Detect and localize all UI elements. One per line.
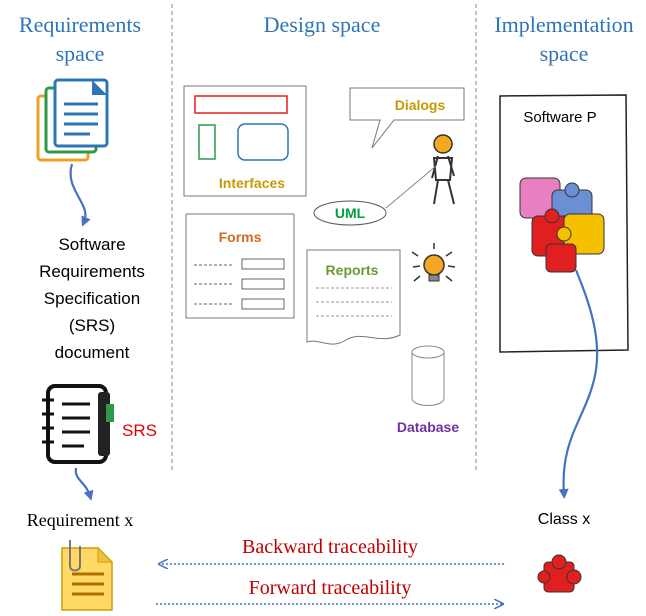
document-stack-icon: [36, 78, 109, 162]
reports-label: Reports: [326, 262, 379, 278]
srs-line-1: Software: [58, 235, 125, 254]
srs-notebook-icon: [42, 384, 114, 464]
requirements-heading-line2: space: [56, 41, 105, 66]
implementation-heading-line1: Implementation: [494, 12, 633, 37]
arrow-doc-to-srs: [69, 163, 91, 227]
arrow-srs-to-requirement: [74, 467, 94, 501]
uml-ellipse: [313, 200, 387, 226]
lightbulb-icon: [411, 243, 456, 282]
requirements-heading-line1: Requirements: [19, 12, 141, 37]
dialogs-callout: [349, 87, 465, 149]
design-heading: Design space: [264, 12, 381, 37]
srs-line-4: (SRS): [69, 316, 115, 335]
forms-label: Forms: [219, 229, 262, 245]
arrow-puzzle-to-class: [558, 269, 599, 499]
srs-line-3: Specification: [44, 289, 140, 308]
srs-tag: SRS: [122, 421, 157, 440]
forms-box: [185, 213, 295, 319]
implementation-heading-line2: space: [540, 41, 589, 66]
interfaces-label: Interfaces: [219, 175, 285, 191]
person-icon: [431, 134, 455, 205]
requirement-label: Requirement x: [27, 510, 133, 530]
requirement-note-icon: [61, 540, 114, 611]
uml-label: UML: [335, 205, 366, 221]
dialogs-label: Dialogs: [395, 97, 446, 113]
class-label: Class x: [538, 511, 590, 528]
interfaces-box: [183, 85, 307, 197]
software-label: Software P: [523, 109, 596, 126]
database-label: Database: [397, 419, 459, 435]
database-cylinder-icon: [411, 345, 445, 406]
uml-connector: [385, 165, 437, 209]
puzzle-piece-icon: [537, 554, 582, 593]
reports-sheet: [306, 249, 401, 345]
backward-traceability-label: Backward traceability: [242, 536, 418, 558]
forward-traceability-label: Forward traceability: [249, 577, 412, 599]
srs-line-2: Requirements: [39, 262, 145, 281]
puzzle-icon: [519, 177, 605, 273]
srs-line-5: document: [55, 343, 130, 362]
